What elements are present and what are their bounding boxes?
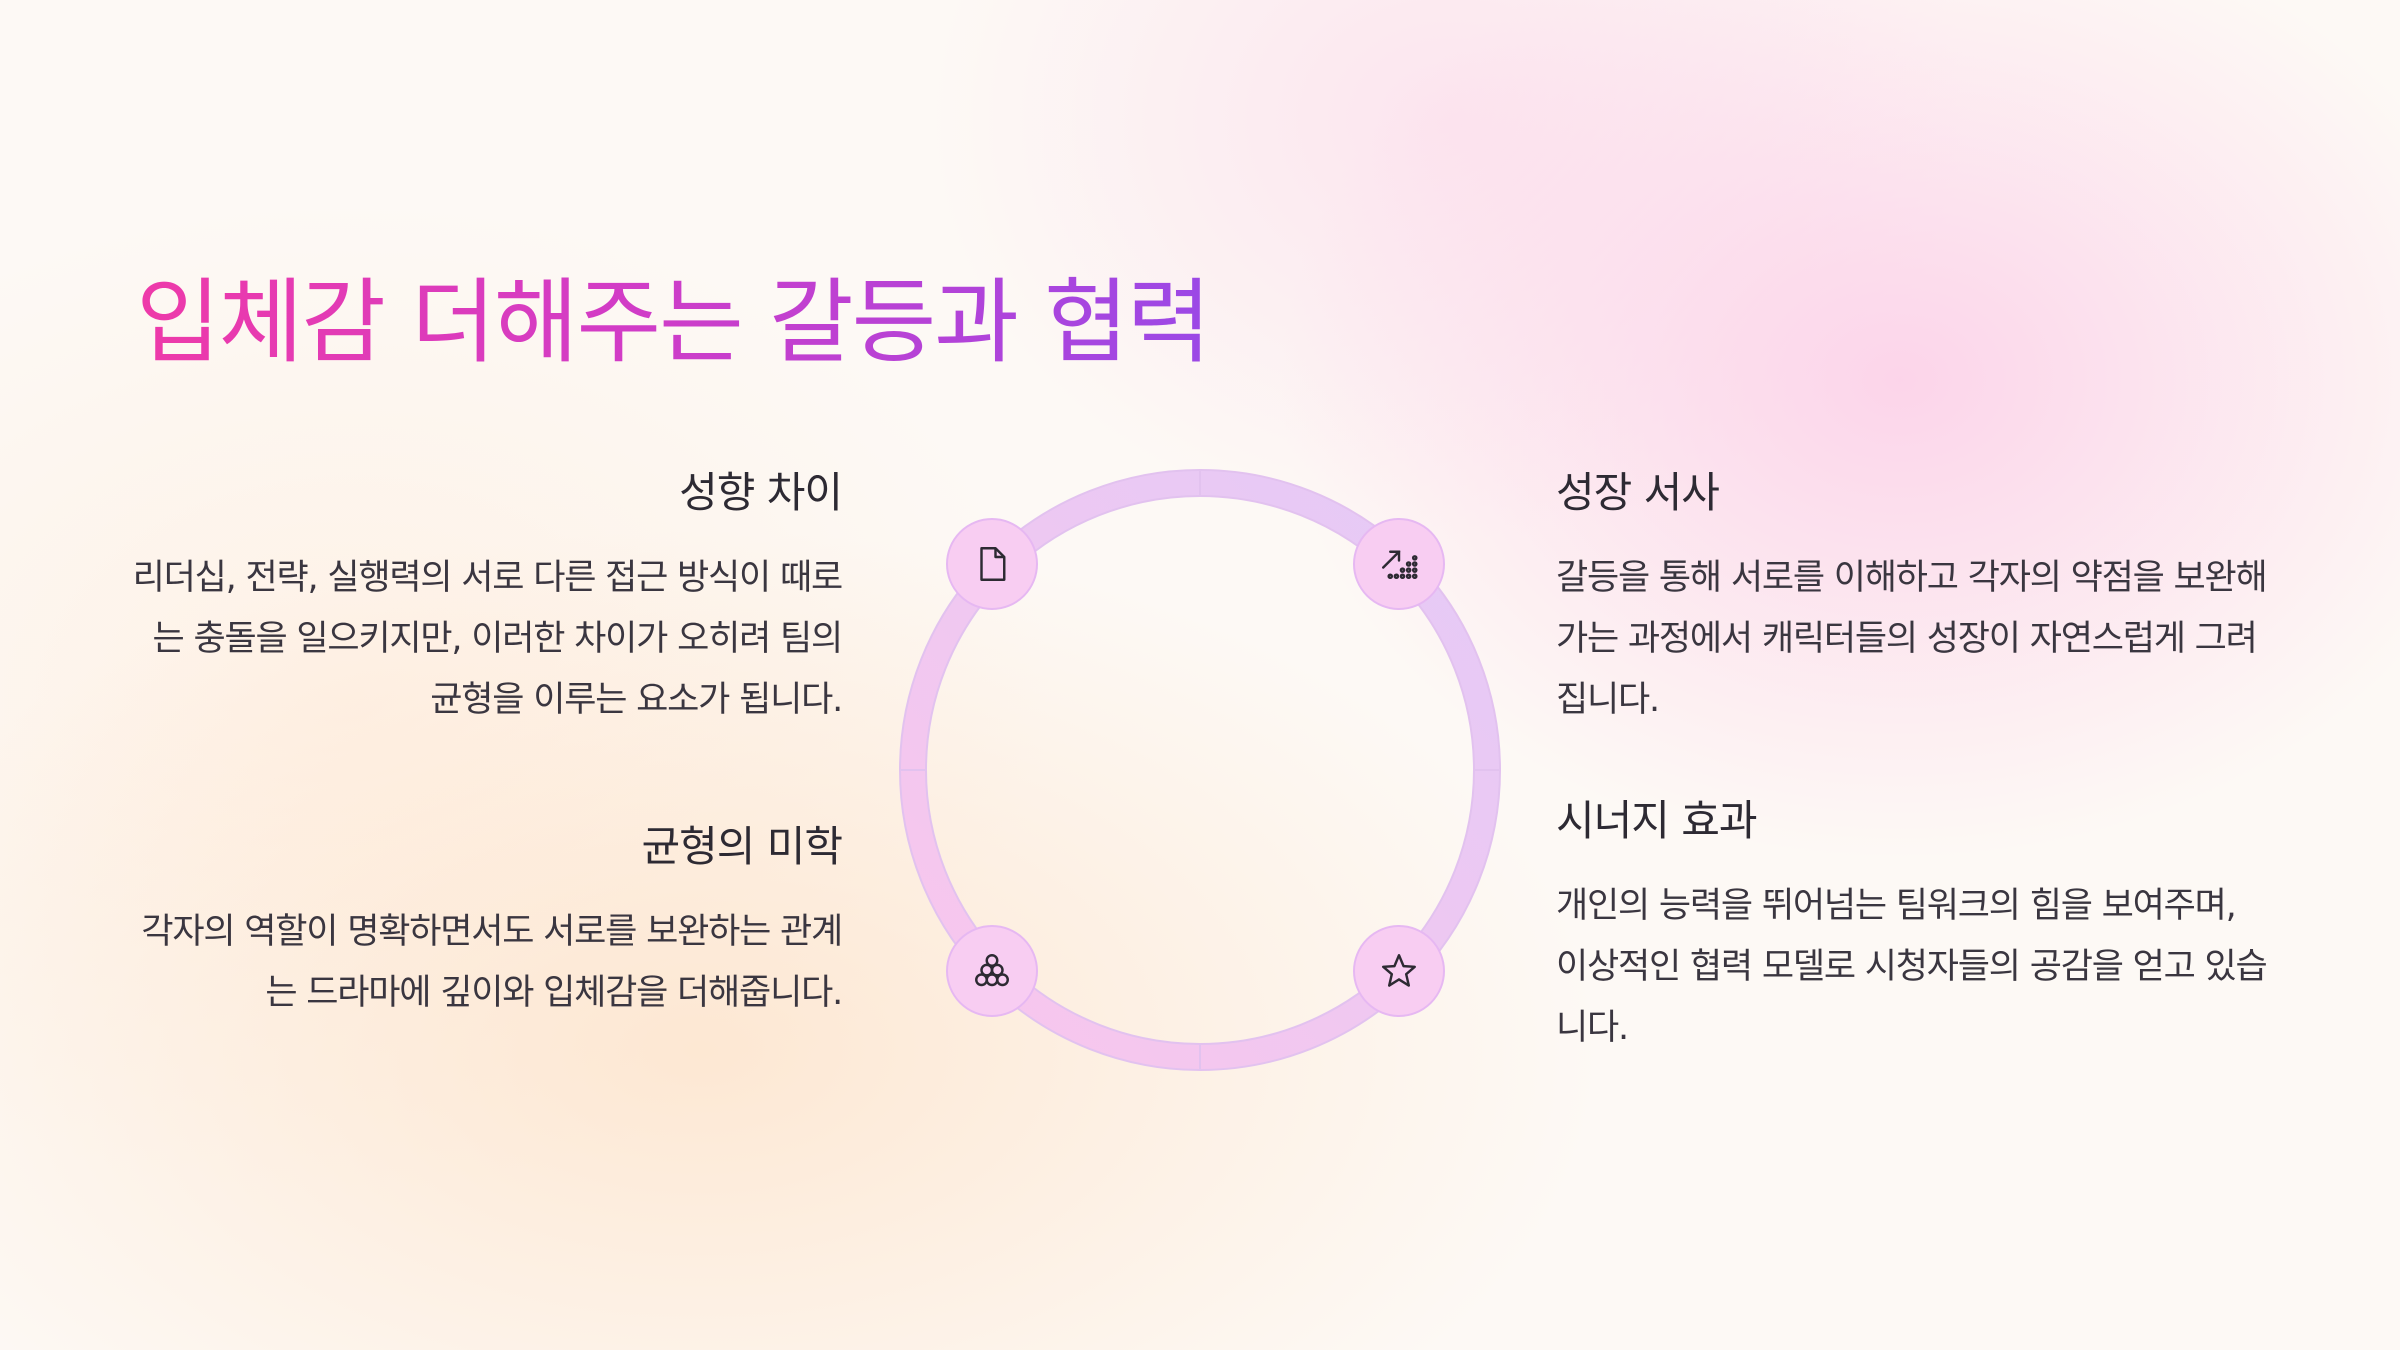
page-title: 입체감 더해주는 갈등과 협력 <box>136 268 1211 378</box>
node-star <box>1353 925 1445 1017</box>
section-synergy: 시너지 효과 개인의 능력을 뛰어넘는 팀워크의 힘을 보여주며, 이상적인 협… <box>1556 796 2276 1059</box>
cycle-ring <box>899 469 1501 1071</box>
growth-chart-icon <box>1382 550 1418 580</box>
group-circles-icon <box>975 954 1009 987</box>
section-growth-story: 성장 서사 갈등을 통해 서로를 이해하고 각자의 약점을 보완해가는 과정에서… <box>1556 468 2276 731</box>
node-document <box>946 518 1038 610</box>
section-body: 개인의 능력을 뛰어넘는 팀워크의 힘을 보여주며, 이상적인 협력 모델로 시… <box>1556 886 2268 1049</box>
cycle-diagram <box>895 465 1505 1075</box>
star-icon <box>1382 954 1416 987</box>
node-group <box>946 925 1038 1017</box>
section-heading: 시너지 효과 <box>1556 796 1758 845</box>
section-body: 리더십, 전략, 실행력의 서로 다른 접근 방식이 때로는 충돌을 일으키지만… <box>132 558 844 721</box>
section-personality-difference: 성향 차이 리더십, 전략, 실행력의 서로 다른 접근 방식이 때로는 충돌을… <box>122 468 844 731</box>
section-heading: 균형의 미학 <box>641 822 843 871</box>
node-growth <box>1353 518 1445 610</box>
section-heading: 성향 차이 <box>679 468 843 517</box>
document-icon <box>980 547 1006 581</box>
section-body: 각자의 역할이 명확하면서도 서로를 보완하는 관계는 드라마에 깊이와 입체감… <box>141 912 843 1014</box>
section-heading: 성장 서사 <box>1556 468 1720 517</box>
section-balance: 균형의 미학 각자의 역할이 명확하면서도 서로를 보완하는 관계는 드라마에 … <box>122 822 843 1024</box>
section-body: 갈등을 통해 서로를 이해하고 각자의 약점을 보완해가는 과정에서 캐릭터들의… <box>1556 558 2268 721</box>
